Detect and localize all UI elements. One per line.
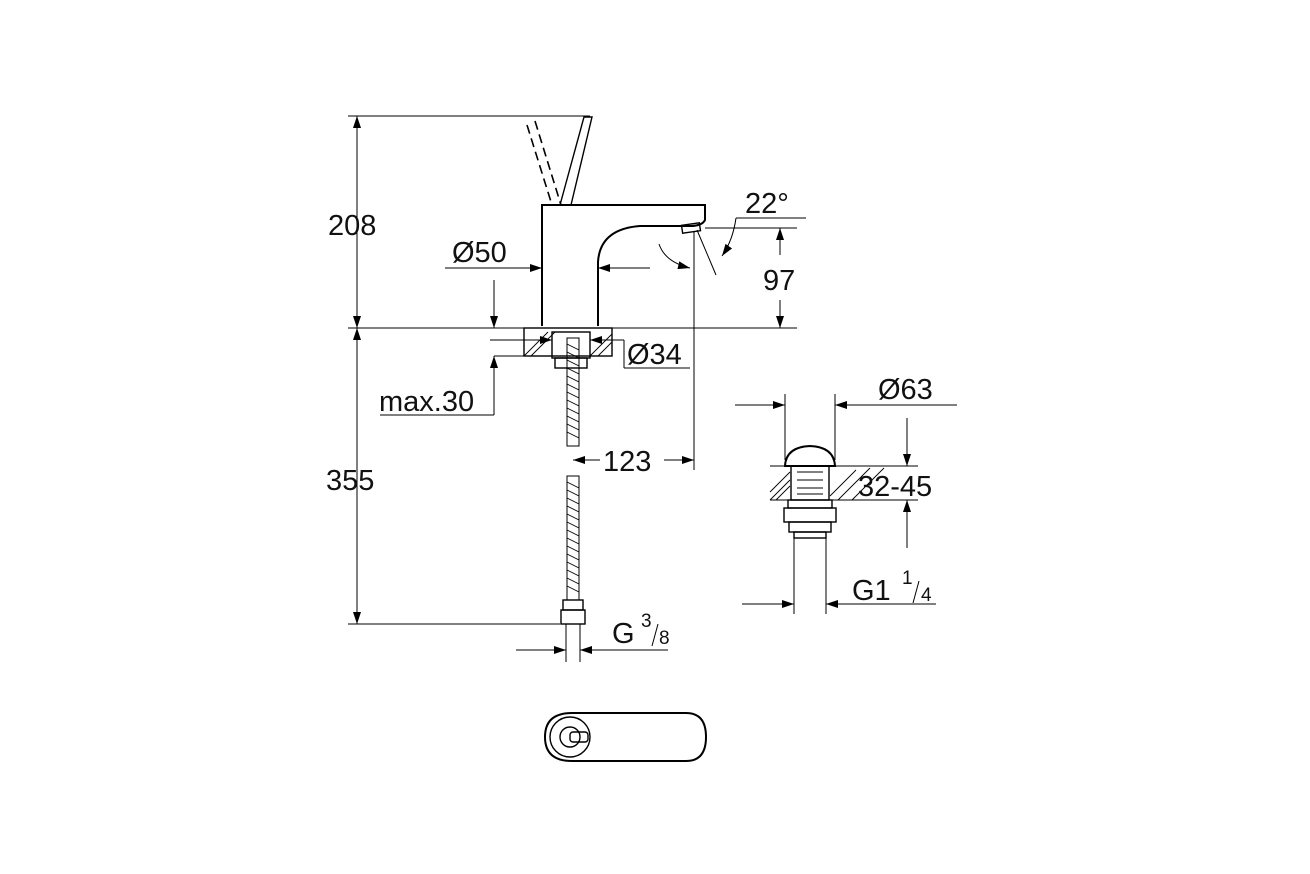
spout-height-label: 97: [763, 265, 795, 297]
top-view-outline: [543, 712, 708, 762]
aerator: [680, 221, 702, 235]
svg-text:1: 1: [902, 568, 913, 589]
waste-deck-range-label: 32-45: [858, 471, 932, 503]
connection-thread-label: G 3 8: [612, 611, 670, 650]
top-view-lever-hub: [559, 726, 581, 748]
waste-dimensions: Ø63 32-45 G1 1 4: [735, 374, 957, 608]
svg-text:3: 3: [641, 611, 652, 632]
svg-text:G: G: [612, 618, 635, 650]
height-above-deck-label: 208: [328, 210, 376, 242]
top-view-base-ring: [549, 716, 591, 758]
flex-hose: [560, 337, 586, 662]
waste-diameter-label: Ø63: [878, 374, 933, 406]
top-view-lever: [569, 731, 589, 743]
waste-deck-section: [769, 467, 885, 501]
hole-diameter-label: Ø34: [627, 339, 682, 371]
faucet-body: [541, 204, 706, 326]
faucet-dimensions: 208 355 Ø50 max.30 Ø34 123 97: [326, 115, 806, 654]
lever-handle: [559, 116, 593, 206]
lever-open-position: [526, 120, 562, 206]
spout-reach-label: 123: [603, 446, 651, 478]
deck-section: [523, 327, 613, 369]
svg-text:4: 4: [921, 585, 932, 606]
max-deck-thickness-label: max.30: [379, 386, 474, 418]
waste-thread-label: G1 1 4: [852, 568, 932, 607]
body-diameter-label: Ø50: [452, 237, 507, 269]
waste-cap: [783, 444, 837, 467]
faucet-side-view: [348, 116, 797, 662]
svg-text:G1: G1: [852, 575, 891, 607]
spout-angle-label: 22°: [745, 188, 789, 220]
svg-text:8: 8: [659, 628, 670, 649]
faucet-top-view: [543, 712, 708, 762]
height-below-deck-label: 355: [326, 465, 374, 497]
